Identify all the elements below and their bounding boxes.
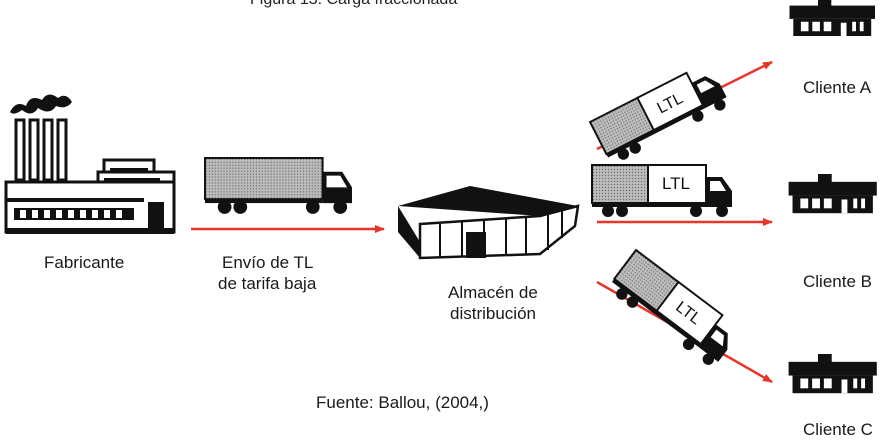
factory-icon [4,94,176,234]
figure-title: Figura 13. Carga fraccionada [250,0,457,9]
store-a-icon [789,0,875,36]
tl-truck-icon [204,157,353,215]
ltl-truck-b-icon: LTL [591,164,733,218]
label-warehouse-line1: Almacén de [448,283,538,302]
label-shipment-line1: Envío de TL [222,253,314,272]
figure-source: Fuente: Ballou, (2004,) [316,393,489,412]
warehouse-icon [398,186,580,260]
label-shipment-line2: de tarifa baja [218,274,317,293]
label-manufacturer: Fabricante [44,253,125,272]
store-c-icon [788,354,877,394]
store-b-icon [788,174,877,214]
ltl-truck-a-icon: LTL [589,60,732,167]
label-client-a: Cliente A [803,78,872,97]
label-warehouse-line2: distribución [450,304,536,323]
label-client-b: Cliente B [803,272,872,291]
ltl-label-b: LTL [662,174,690,193]
label-client-c: Cliente C [803,420,873,439]
ltl-truck-c-icon: LTL [605,249,744,371]
